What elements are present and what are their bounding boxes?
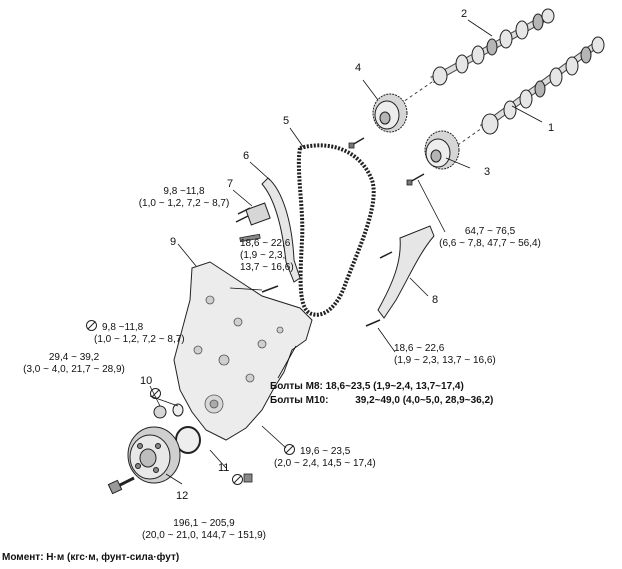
exhaust-camshaft xyxy=(430,8,555,86)
oil-plug xyxy=(153,403,184,419)
intake-cvvt-sprocket xyxy=(424,130,460,170)
torque-spec-t3: 64,7 ~ 76,5 (6,6 ~ 7,8, 47,7 ~ 56,4) xyxy=(439,226,541,249)
callout-7: 7 xyxy=(227,178,234,190)
callout-4: 4 xyxy=(355,62,362,74)
torque-units-note: Момент: Н·м (кгс·м, фунт-сила·фут) xyxy=(2,552,180,563)
sensor-part xyxy=(243,473,253,483)
sprocket-bolts xyxy=(348,137,425,186)
no-reuse-icon xyxy=(150,388,161,399)
bolt-spec-m10: Болты M10: 39,2~49,0 (4,0~5,0, 28,9~36,2… xyxy=(270,395,494,406)
timing-chain-cover xyxy=(173,261,313,441)
callout-8: 8 xyxy=(432,294,439,306)
callout-6: 6 xyxy=(243,150,250,162)
callout-1: 1 xyxy=(548,122,555,134)
exhaust-cvvt-sprocket xyxy=(372,93,408,133)
torque-spec-t7: 19,6 ~ 23,5 (2,0 ~ 2,4, 14,5 ~ 17,4) xyxy=(274,444,376,469)
callout-10: 10 xyxy=(140,375,153,387)
callout-12: 12 xyxy=(176,490,189,502)
torque-spec-t4: 9,8 ~11,8 (1,0 ~ 1,2, 7,2 ~ 8,7) xyxy=(86,320,185,346)
timing-chain xyxy=(296,143,376,317)
intake-camshaft xyxy=(479,36,605,135)
no-reuse-icon xyxy=(232,474,243,485)
chain-tensioner xyxy=(235,202,271,226)
pulley-bolt xyxy=(107,476,135,495)
torque-spec-t6: 18,6 ~ 22,6 (1,9 ~ 2,3, 13,7 ~ 16,6) xyxy=(394,343,496,366)
leader-lines xyxy=(149,19,543,485)
callout-2: 2 xyxy=(461,8,468,20)
tensioner-arm xyxy=(377,225,435,319)
no-reuse-icon xyxy=(86,320,97,331)
torque-spec-t8: 196,1 ~ 205,9 (20,0 ~ 21,0, 144,7 ~ 151,… xyxy=(142,518,266,541)
chain-guide xyxy=(261,177,301,283)
callout-5: 5 xyxy=(283,115,290,127)
callout-11: 11 xyxy=(218,462,230,474)
no-reuse-icon xyxy=(284,444,295,455)
crankshaft-pulley xyxy=(127,426,181,484)
bolt-spec-m8: Болты M8: 18,6~23,5 (1,9~2,4, 13,7~17,4) xyxy=(270,381,464,392)
torque-spec-t5: 29,4 ~ 39,2 (3,0 ~ 4,0, 21,7 ~ 28,9) xyxy=(23,352,125,375)
torque-spec-t1: 9,8 ~11,8 (1,0 ~ 1,2, 7,2 ~ 8,7) xyxy=(138,186,230,209)
callout-9: 9 xyxy=(170,236,177,248)
torque-spec-t2: 18,6 ~ 22,6 (1,9 ~ 2,3, 13,7 ~ 16,6) xyxy=(240,238,294,273)
callout-3: 3 xyxy=(484,166,491,178)
